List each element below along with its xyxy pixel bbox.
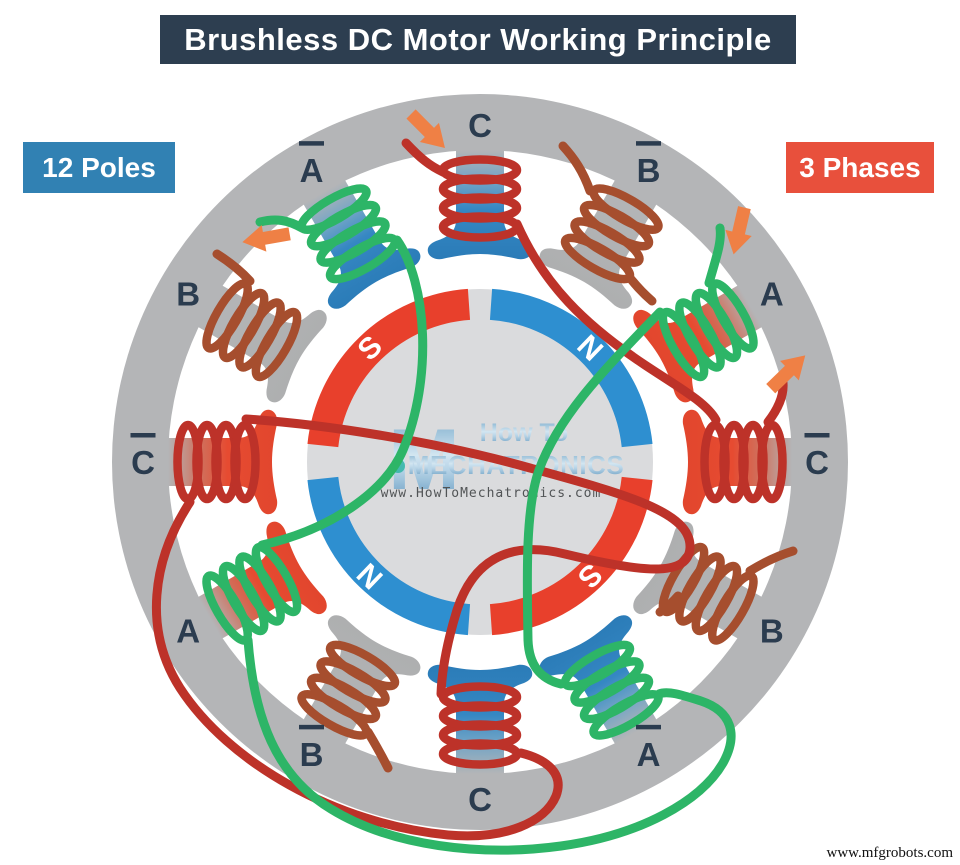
- wire-red-bottom-loop: [152, 497, 563, 841]
- tooth-group-3: [682, 409, 793, 515]
- magnet-arc-3: [489, 476, 653, 636]
- poles-badge-label: 12 Poles: [42, 151, 156, 183]
- pole-label-bar-1: [636, 141, 661, 146]
- pole-label-bar-5: [636, 724, 661, 730]
- wire-brown-tail-3: [745, 546, 798, 576]
- stator-coil: [658, 279, 758, 382]
- wire-red-exit: [763, 378, 788, 427]
- tooth-group-4: [633, 521, 764, 645]
- stator-coil: [560, 640, 663, 740]
- wire-green-abar-tl-to-a-bl: [257, 235, 428, 550]
- pole-label-4: B: [760, 613, 784, 650]
- pole-label-5: A: [637, 736, 661, 773]
- tooth-group-6: [427, 664, 533, 775]
- pole-label-3: C: [805, 444, 829, 481]
- pole-label-6: C: [468, 781, 492, 818]
- wire-brown-tail-1: [558, 141, 595, 196]
- tooth-group-0: [427, 149, 533, 260]
- pole-label-11: A: [300, 152, 324, 189]
- tooth-group-7: [297, 615, 421, 746]
- tooth-group-1: [539, 178, 663, 309]
- wire-brown-tail-2: [625, 273, 657, 306]
- stator-coil: [700, 420, 787, 504]
- pole-label-2: A: [760, 276, 784, 313]
- phases-badge: 3 Phases: [786, 142, 934, 193]
- tooth-group-10: [196, 279, 327, 403]
- wire-red-ctop-to-cbar-right: [512, 219, 721, 425]
- tooth-group-5: [539, 615, 663, 746]
- magnet-arc-0: [307, 288, 471, 448]
- wire-brown-tail-6: [212, 249, 255, 286]
- pole-label-8: A: [176, 613, 200, 650]
- watermark-url: www.HowToMechatronics.com: [381, 486, 602, 501]
- pole-label-1: B: [637, 152, 661, 189]
- stator-coil: [297, 184, 400, 284]
- stator-coil: [202, 279, 302, 382]
- wire-brown-tail-4: [655, 591, 683, 617]
- stator-coil: [173, 420, 260, 504]
- pole-label-10: B: [176, 276, 200, 313]
- footer-link: www.mfgrobots.com: [826, 845, 953, 861]
- wire-green-bottom-loop: [243, 635, 736, 855]
- tooth-group-9: [167, 409, 278, 515]
- pole-label-9: C: [131, 444, 155, 481]
- wire-green-a-r-to-abar-br: [522, 307, 665, 689]
- magnet-arc-2: [307, 476, 471, 636]
- magnet-arc-1: [489, 288, 653, 448]
- pole-label-bar-9: [130, 433, 156, 438]
- poles-badge: 12 Poles: [23, 142, 175, 193]
- phases-badge-label: 3 Phases: [799, 151, 921, 183]
- page-title: Brushless DC Motor Working Principle: [184, 21, 772, 57]
- wire-red-entry: [401, 138, 448, 177]
- pole-label-7: B: [300, 736, 324, 773]
- tooth-group-11: [297, 178, 421, 309]
- wire-green-entry-tail: [704, 223, 725, 288]
- pole-label-bar-7: [299, 724, 324, 730]
- pole-label-0: C: [468, 107, 492, 144]
- pole-label-bar-3: [804, 433, 830, 438]
- wire-red-cbarleft-to-cbottom: [241, 414, 695, 699]
- title-banner: Brushless DC Motor Working Principle: [160, 15, 796, 64]
- rotor-disc: [307, 289, 653, 635]
- wire-green-exit: [255, 215, 307, 233]
- wire-brown-tail-5: [363, 727, 393, 773]
- stator-coil: [438, 682, 522, 769]
- tooth-group-2: [633, 279, 764, 403]
- pole-label-bar-11: [299, 141, 324, 146]
